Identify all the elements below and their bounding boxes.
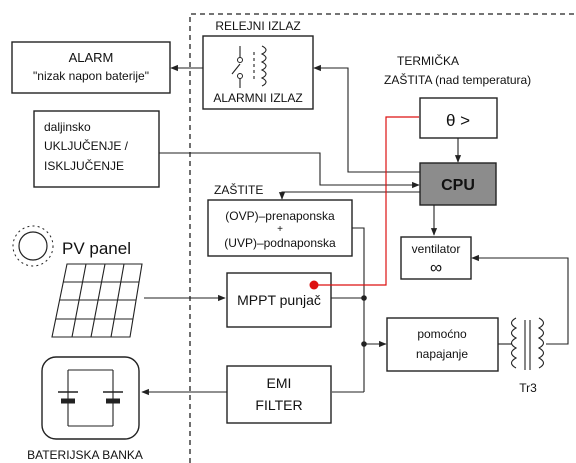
thermal-symbol: θ > — [446, 111, 470, 130]
fan-box — [400, 236, 472, 280]
aux-supply-box — [386, 317, 499, 372]
thermal-title: TERMIČKA — [397, 53, 459, 68]
remote-switch-box — [33, 110, 160, 188]
temperature-sensor-dot — [309, 280, 319, 290]
remote-line-3: ISKLJUČENJE — [44, 158, 124, 173]
mppt-label: MPPT punjač — [237, 292, 321, 308]
fan-label: ventilator — [412, 242, 461, 256]
remote-line-2: UKLJUČENJE / — [44, 138, 129, 153]
battery-bank-label: BATERIJSKA BANKA — [27, 448, 143, 462]
cpu-label: CPU — [441, 177, 475, 194]
emi-line-2: FILTER — [255, 397, 302, 413]
relay-contact-icon — [231, 45, 267, 88]
emi-filter-box — [226, 365, 332, 424]
cpu-box — [419, 162, 497, 206]
aux-line-2: napajanje — [416, 347, 468, 361]
uvp-label: (UVP)–podnaponska — [224, 236, 336, 250]
protections-title: ZAŠTITE — [214, 182, 263, 197]
solar-panel-icon — [51, 263, 143, 338]
relay-output-box — [202, 35, 314, 110]
ovp-label: (OVP)–prenaponska — [225, 209, 335, 223]
plus-sign: + — [277, 224, 283, 235]
alarm-subtitle: "nizak napon baterije" — [33, 69, 149, 83]
emi-line-1: EMI — [267, 375, 292, 391]
transformer-coil-icon — [498, 317, 545, 370]
pv-panel-label: PV panel — [62, 239, 131, 258]
thermal-subtitle: ZAŠTITA (nad temperatura) — [384, 72, 531, 87]
remote-line-1: daljinsko — [44, 120, 91, 134]
fan-symbol: ∞ — [430, 258, 442, 277]
relay-subtitle: ALARMNI IZLAZ — [213, 91, 302, 105]
temperature-sensor-line — [314, 116, 419, 286]
alarm-box — [11, 41, 171, 94]
relay-title: RELEJNI IZLAZ — [215, 19, 300, 33]
sun-icon — [12, 225, 54, 267]
enclosure-border — [189, 13, 576, 463]
aux-line-1: pomoćno — [417, 327, 467, 341]
alarm-title: ALARM — [69, 50, 114, 65]
battery-bank-icon — [41, 356, 140, 440]
transformer-label: Tr3 — [519, 381, 537, 395]
